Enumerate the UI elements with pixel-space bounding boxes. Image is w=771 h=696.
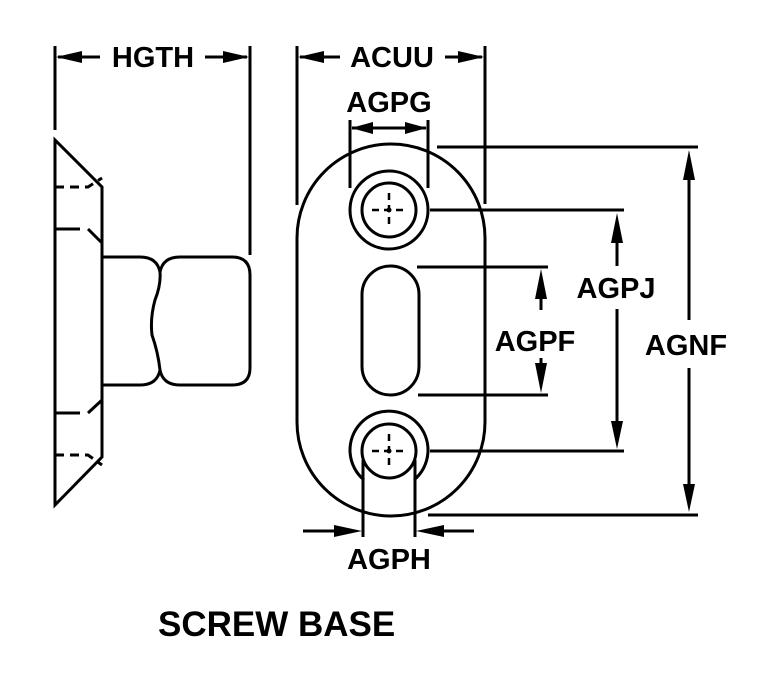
base-body-outline xyxy=(295,142,487,518)
dimension-agnf: AGNF xyxy=(645,150,727,512)
center-mark-icon xyxy=(386,207,392,213)
dimension-agph: AGPH xyxy=(303,460,474,576)
front-view xyxy=(295,142,487,518)
side-hidden-lines xyxy=(55,176,104,467)
center-slot xyxy=(360,264,421,397)
dimension-acuu: ACUU xyxy=(295,42,487,205)
label-acuu: ACUU xyxy=(350,42,434,74)
side-view xyxy=(53,46,252,509)
dimension-agpg: AGPG xyxy=(346,87,432,188)
label-agpj: AGPJ xyxy=(577,273,656,305)
diagram-title: SCREW BASE xyxy=(158,605,395,644)
label-agnf: AGNF xyxy=(645,330,727,362)
upper-screw-hole xyxy=(348,169,430,251)
label-hgth: HGTH xyxy=(112,42,194,74)
side-flange xyxy=(53,136,104,509)
label-agpf: AGPF xyxy=(495,326,576,358)
side-shank xyxy=(102,255,162,387)
lower-screw-hole xyxy=(348,409,430,482)
center-mark-icon xyxy=(386,448,392,454)
dimension-hgth: HGTH xyxy=(56,42,249,74)
label-agph: AGPH xyxy=(347,544,431,576)
dimension-agpf: AGPF xyxy=(495,269,576,393)
side-boss xyxy=(158,255,252,387)
extension-lines xyxy=(417,145,698,517)
label-agpg: AGPG xyxy=(346,87,431,119)
dimension-agpj: AGPJ xyxy=(577,213,656,449)
